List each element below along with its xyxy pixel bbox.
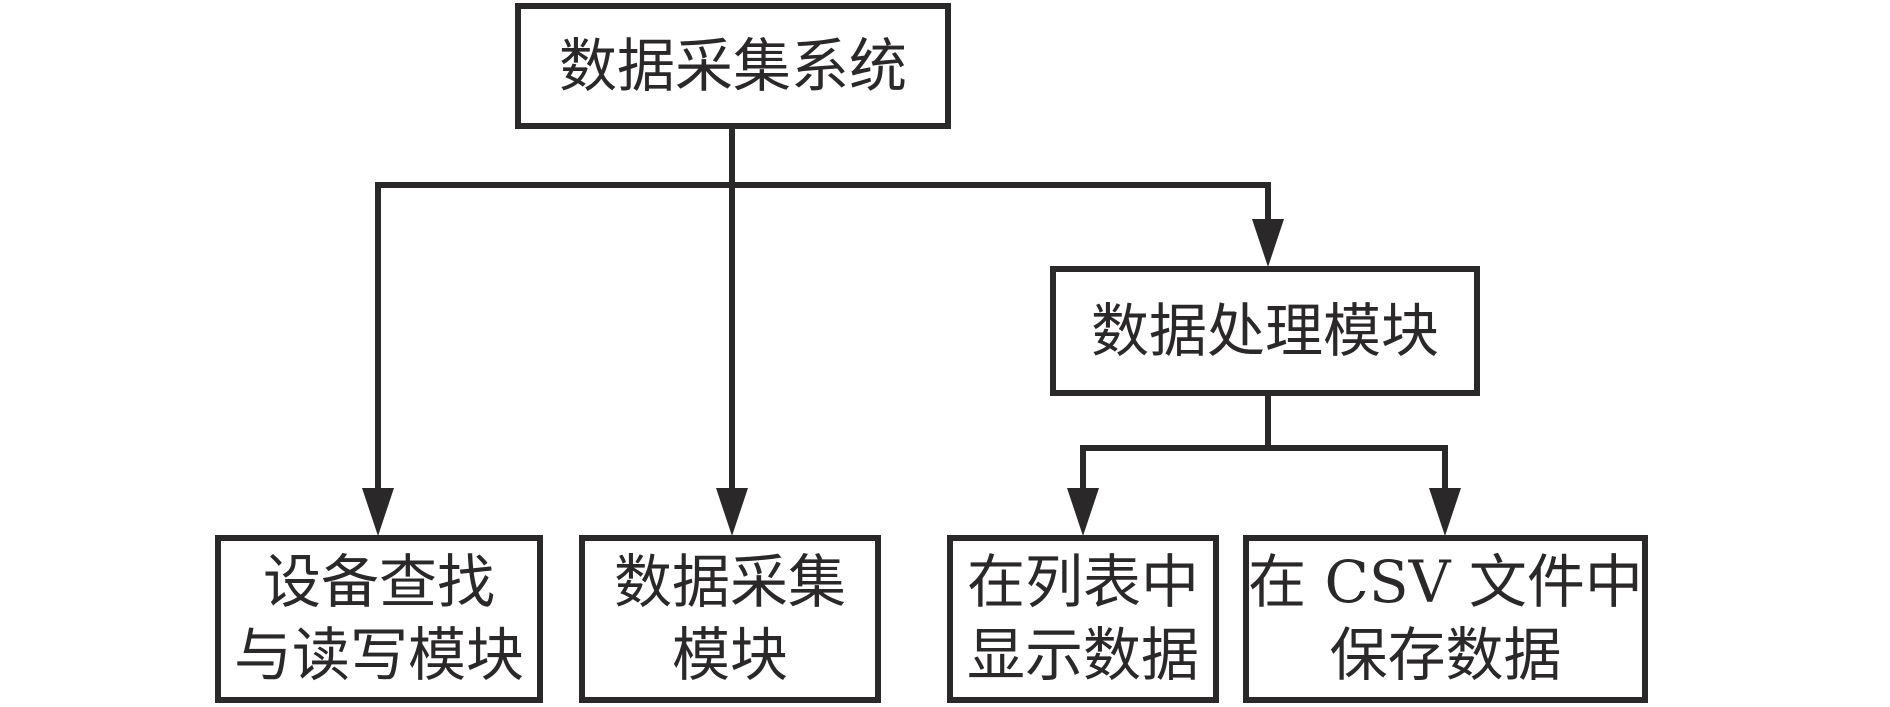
- node-label-line2: 保存数据: [1329, 621, 1562, 689]
- node-label-line1: 数据采集: [613, 548, 846, 616]
- node-device-search-readwrite-module: 设备查找 与读写模块: [215, 535, 543, 703]
- node-data-acquisition-module: 数据采集 模块: [579, 535, 881, 703]
- node-label: 数据采集系统: [558, 31, 907, 100]
- connector-to-data-processing: [1265, 182, 1271, 222]
- node-label-line1: 设备查找: [262, 548, 495, 616]
- node-list-display-data: 在列表中 显示数据: [947, 535, 1219, 703]
- node-label-line2: 与读写模块: [233, 621, 524, 689]
- connector-to-device-search: [375, 182, 381, 490]
- arrow-down-icon: [362, 488, 394, 536]
- connector-to-csv-save: [1442, 445, 1448, 490]
- connector-to-list-display: [1080, 445, 1086, 490]
- node-label-line1: 在列表中: [966, 548, 1199, 616]
- arrow-down-icon: [716, 488, 748, 536]
- connector-branch-level2: [1080, 445, 1448, 451]
- connector-branch-level1: [375, 182, 1271, 188]
- node-csv-save-data: 在 CSV 文件中 保存数据: [1243, 535, 1648, 703]
- node-label-line1: 在 CSV 文件中: [1248, 548, 1643, 616]
- node-label-line2: 显示数据: [966, 621, 1199, 689]
- arrow-down-icon: [1429, 488, 1461, 536]
- arrow-down-icon: [1067, 488, 1099, 536]
- node-label: 数据处理模块: [1090, 296, 1439, 365]
- node-data-processing-module: 数据处理模块: [1050, 266, 1480, 396]
- node-data-acquisition-system: 数据采集系统: [515, 3, 951, 129]
- connector-root-to-data-acquisition: [729, 128, 735, 490]
- arrow-down-icon: [1252, 219, 1284, 267]
- connector-processing-stem: [1265, 392, 1271, 451]
- node-label-line2: 模块: [671, 621, 788, 689]
